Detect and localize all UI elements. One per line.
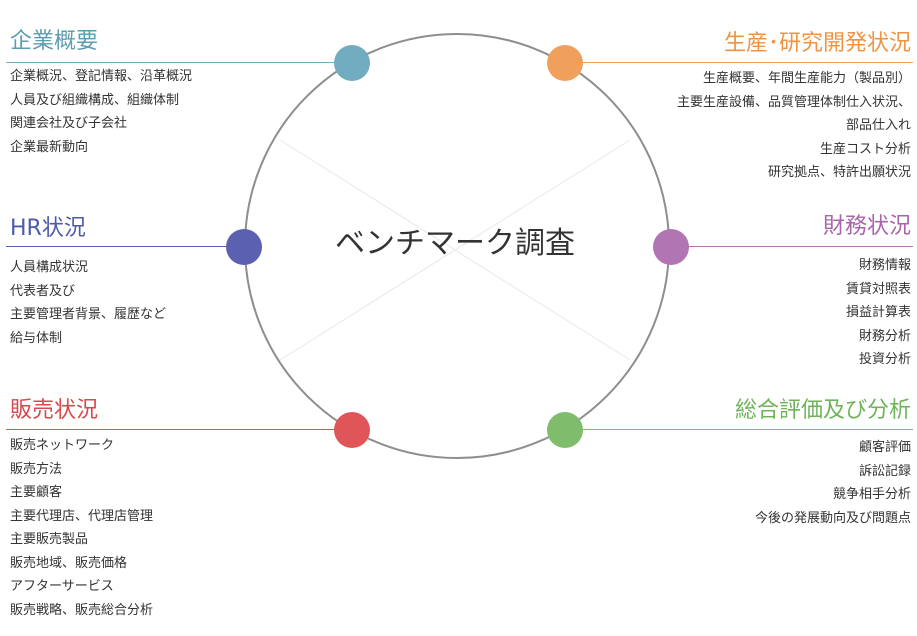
node-evaluation: [547, 412, 583, 448]
node-production: [547, 45, 583, 81]
section-title: HR状況: [10, 216, 86, 241]
list-item: 生産コスト分析: [819, 141, 911, 157]
list-item: 代表者及び: [10, 283, 76, 299]
node-hr: [226, 229, 262, 265]
section-evaluation: 総合評価及び分析 顧客評価 訴訟記録 競争相手分析 今後の発展動向及び問題点: [735, 397, 911, 530]
list-item: 販売方法: [10, 461, 63, 477]
diagonal-line: [279, 139, 631, 361]
list-item: 主要管理者背景、履歴など: [10, 307, 167, 322]
list-item: 財務分析: [858, 328, 911, 344]
section-title: 販売状況: [10, 398, 99, 423]
section-finance: 財務状況 財務情報 賃貸対照表 損益計算表 財務分析 投資分析: [823, 213, 911, 372]
list-item: 今後の発展動向及び問題点: [754, 510, 911, 526]
section-company: 企業概要 企業概況、登記情報、沿革概況 人員及び組織構成、組織体制 関連会社及び…: [10, 28, 192, 159]
section-title: 総合評価及び分析: [734, 398, 911, 423]
list-item: 人員及び組織構成、組織体制: [10, 92, 180, 108]
list-item: アフターサービス: [10, 579, 114, 594]
list-item: 企業概況、登記情報、沿革概況: [10, 69, 193, 84]
node-finance: [653, 229, 689, 265]
node-company: [334, 45, 370, 81]
list-item: 関連会社及び子会社: [10, 116, 128, 131]
list-item: 給与体制: [10, 330, 63, 346]
section-hr: HR状況 人員構成状況 代表者及び 主要管理者背景、履歴など 給与体制: [10, 215, 166, 350]
section-title: 財務状況: [822, 214, 911, 239]
list-item: 主要代理店、代理店管理: [10, 508, 154, 524]
item-list: 企業概況、登記情報、沿革概況 人員及び組織構成、組織体制 関連会社及び子会社 企…: [10, 65, 192, 159]
section-title: 企業概要: [10, 29, 99, 54]
list-item: 主要顧客: [10, 485, 63, 500]
item-list: 顧客評価 訴訟記録 競争相手分析 今後の発展動向及び問題点: [735, 436, 911, 530]
section-sales: 販売状況 販売ネットワーク 販売方法 主要顧客 主要代理店、代理店管理 主要販売…: [10, 397, 153, 622]
list-item: 生産概要、年間生産能力（製品別）: [702, 71, 911, 86]
list-item: 販売地域、販売価格: [10, 555, 128, 571]
list-item: 顧客評価: [858, 440, 911, 455]
list-item: 賃貸対照表: [845, 281, 911, 297]
list-item: 部品仕入れ: [845, 118, 911, 133]
node-sales: [334, 412, 370, 448]
list-item: 損益計算表: [845, 305, 911, 320]
item-list: 販売ネットワーク 販売方法 主要顧客 主要代理店、代理店管理 主要販売製品 販売…: [10, 434, 153, 622]
list-item: 財務情報: [858, 258, 911, 273]
list-item: 投資分析: [858, 352, 911, 367]
list-item: 訴訟記録: [858, 463, 911, 479]
section-title: 生産･研究開発状況: [723, 31, 911, 56]
list-item: 研究拠点、特許出願状況: [767, 165, 911, 180]
list-item: 人員構成状況: [10, 260, 89, 275]
center-title: ベンチマーク調査: [335, 226, 575, 261]
list-item: 主要販売製品: [10, 532, 89, 547]
list-item: 競争相手分析: [832, 487, 911, 502]
list-item: 主要生産設備、品質管理体制仕入状況、: [676, 94, 911, 110]
list-item: 企業最新動向: [10, 139, 89, 155]
section-production: 生産･研究開発状況 生産概要、年間生産能力（製品別） 主要生産設備、品質管理体制…: [677, 30, 911, 185]
list-item: 販売ネットワーク: [10, 438, 115, 453]
item-list: 財務情報 賃貸対照表 損益計算表 財務分析 投資分析: [823, 254, 911, 372]
list-item: 販売戦略、販売総合分析: [10, 602, 154, 618]
item-list: 生産概要、年間生産能力（製品別） 主要生産設備、品質管理体制仕入状況、 部品仕入…: [677, 67, 911, 185]
item-list: 人員構成状況 代表者及び 主要管理者背景、履歴など 給与体制: [10, 256, 166, 350]
